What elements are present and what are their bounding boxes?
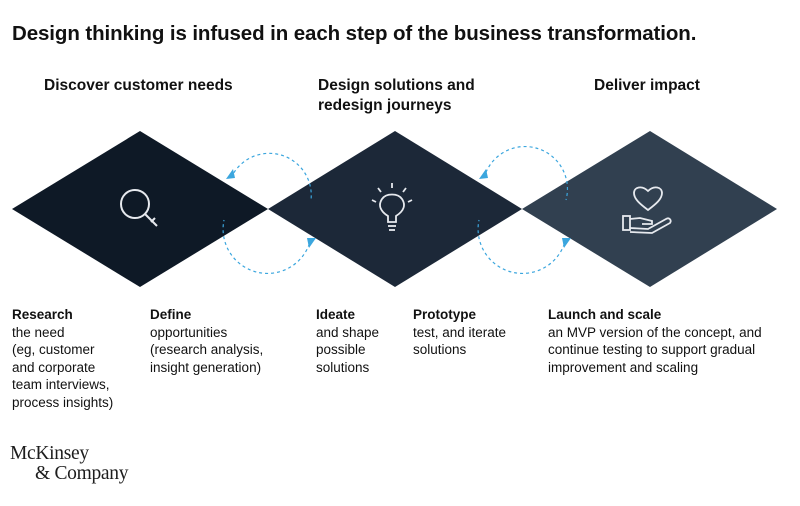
process-diagram	[12, 131, 777, 287]
step-description: test, and iterate solutions	[413, 324, 507, 358]
stage-heading-discover: Discover customer needs	[44, 77, 233, 94]
stage-heading-design: Design solutions and redesign journeys	[318, 76, 475, 116]
step-label: Launch and scale	[548, 307, 662, 322]
step-label: Define	[150, 307, 192, 322]
step-description: and shape possible solutions	[316, 324, 380, 375]
logo-line2: & Company	[35, 463, 129, 484]
step-description: the need (eg, customer and corporate tea…	[12, 324, 114, 410]
mckinsey-logo: McKinsey & Company	[10, 444, 128, 484]
step-research: Research the need (eg, customer and corp…	[12, 306, 113, 412]
step-define: Define opportunities (research analysis,…	[150, 306, 263, 376]
step-launch-and-scale: Launch and scale an MVP version of the c…	[548, 306, 762, 376]
step-description: an MVP version of the concept, and conti…	[548, 324, 762, 375]
diamond-discover	[12, 131, 268, 287]
diamond-design	[268, 131, 522, 287]
stage-heading-design-line1: Design solutions and	[318, 77, 475, 94]
magnifying-glass-icon	[120, 189, 158, 227]
step-label: Prototype	[413, 307, 477, 322]
step-label: Research	[12, 307, 73, 322]
stage-heading-deliver: Deliver impact	[594, 77, 700, 94]
step-prototype: Prototype test, and iterate solutions	[413, 306, 506, 359]
step-description: opportunities (research analysis, insigh…	[150, 324, 264, 375]
step-ideate: Ideate and shape possible solutions	[316, 306, 379, 376]
stage-heading-design-line2: redesign journeys	[318, 97, 452, 114]
cycle-arrow-discover-design	[222, 152, 316, 274]
cycle-arrow-design-deliver	[477, 146, 571, 274]
page-title: Design thinking is infused in each step …	[12, 22, 697, 45]
logo-line1: McKinsey	[10, 443, 89, 464]
heart-in-hand-icon	[622, 186, 672, 234]
lightbulb-icon	[371, 183, 413, 231]
step-label: Ideate	[316, 307, 356, 322]
